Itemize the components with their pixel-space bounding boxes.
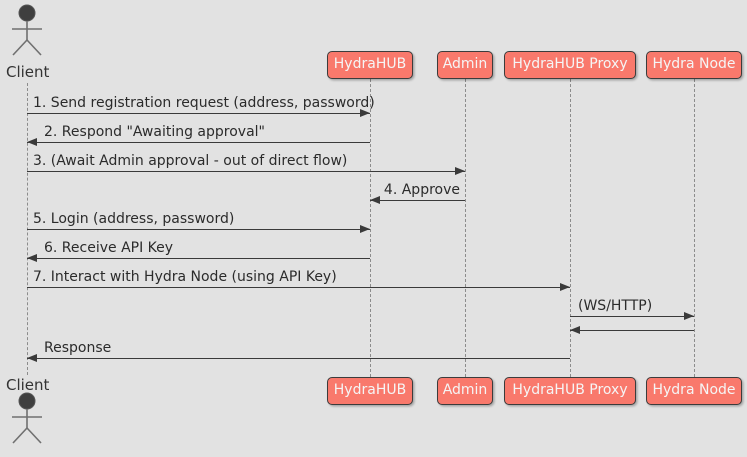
message-3-line bbox=[27, 171, 465, 172]
arrowhead-left-icon bbox=[570, 326, 580, 334]
participant-admin-bottom: Admin bbox=[437, 377, 493, 405]
participant-hydra-node-bottom: Hydra Node bbox=[646, 377, 742, 405]
arrowhead-left-icon bbox=[27, 138, 37, 146]
message-5-line bbox=[27, 229, 370, 230]
arrowhead-right-icon bbox=[360, 109, 370, 117]
participant-admin-top: Admin bbox=[437, 51, 493, 79]
participant-hydra-node-top: Hydra Node bbox=[646, 51, 742, 79]
message-8-line bbox=[570, 316, 694, 317]
message-7-line bbox=[27, 287, 570, 288]
message-10-label: Response bbox=[44, 340, 112, 356]
participant-hydrahub-proxy-top: HydraHUB Proxy bbox=[504, 51, 636, 79]
arrowhead-left-icon bbox=[370, 196, 380, 204]
message-10-line bbox=[27, 358, 570, 359]
actor-client-icon bbox=[12, 4, 42, 56]
participant-hydrahub-proxy-bottom: HydraHUB Proxy bbox=[504, 377, 636, 405]
arrowhead-right-icon bbox=[360, 225, 370, 233]
actor-client-icon bbox=[12, 392, 42, 444]
message-1-line bbox=[27, 113, 370, 114]
arrowhead-left-icon bbox=[27, 254, 37, 262]
message-2-line bbox=[27, 142, 370, 143]
lifeline-hydra-node bbox=[694, 79, 695, 377]
participant-hydrahub-bottom: HydraHUB bbox=[327, 377, 413, 405]
message-5-label: 5. Login (address, password) bbox=[33, 211, 235, 227]
message-4-label: 4. Approve bbox=[383, 182, 460, 198]
participant-hydrahub-top: HydraHUB bbox=[327, 51, 413, 79]
actor-client-label-bottom: Client bbox=[6, 376, 50, 394]
arrowhead-right-icon bbox=[455, 167, 465, 175]
arrowhead-right-icon bbox=[560, 283, 570, 291]
lifeline-hydrahub bbox=[370, 79, 371, 377]
arrowhead-left-icon bbox=[27, 354, 37, 362]
message-4-line bbox=[370, 200, 465, 201]
message-7-label: 7. Interact with Hydra Node (using API K… bbox=[33, 269, 337, 285]
message-2-label: 2. Respond "Awaiting approval" bbox=[44, 124, 265, 140]
message-6-label: 6. Receive API Key bbox=[44, 240, 174, 256]
message-8-label: (WS/HTTP) bbox=[578, 298, 653, 314]
message-1-label: 1. Send registration request (address, p… bbox=[33, 95, 375, 111]
lifeline-admin bbox=[465, 79, 466, 377]
message-3-label: 3. (Await Admin approval - out of direct… bbox=[33, 153, 348, 169]
actor-client-label-top: Client bbox=[6, 63, 50, 81]
arrowhead-right-icon bbox=[684, 312, 694, 320]
message-9-line bbox=[570, 330, 694, 331]
message-6-line bbox=[27, 258, 370, 259]
lifeline-hydrahub-proxy bbox=[570, 79, 571, 377]
